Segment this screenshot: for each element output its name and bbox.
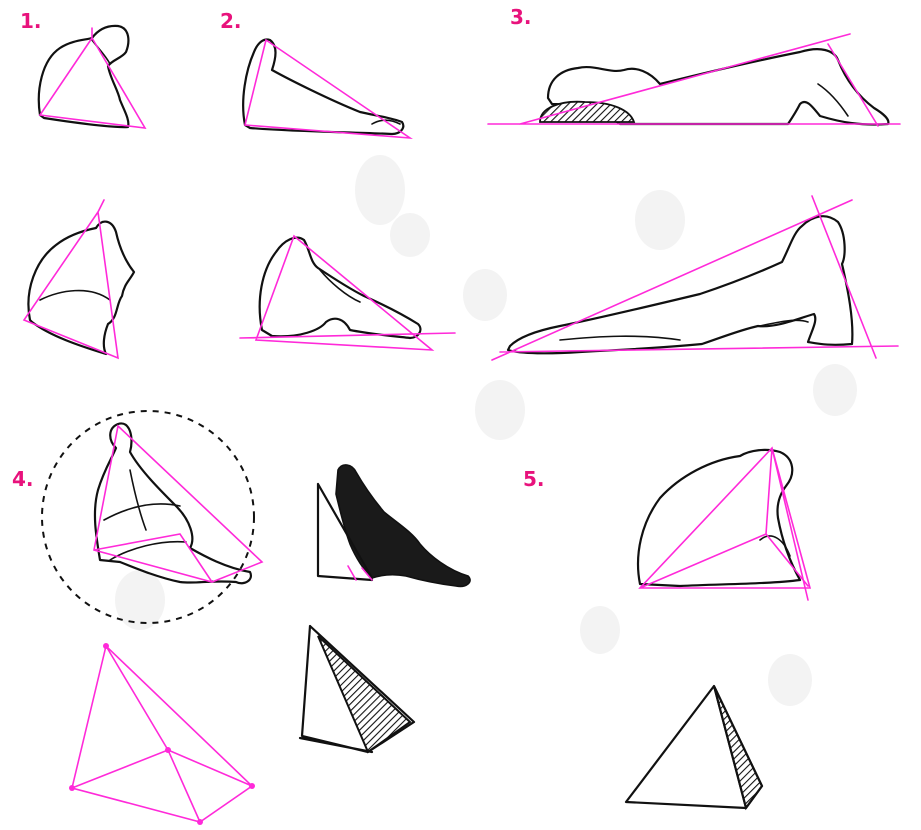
sketch-1-hunched-bending xyxy=(24,200,134,358)
sketch-2-reaching-forward xyxy=(243,40,410,139)
sketch-4-magenta-tetrahedron xyxy=(69,643,255,825)
sketch-4-hatched-wedge xyxy=(300,626,414,752)
sketch-2-seated-reaching xyxy=(240,236,455,350)
step-label-4: 4. xyxy=(12,467,34,491)
step-label-2: 2. xyxy=(220,9,242,33)
step-label-1: 1. xyxy=(20,9,42,33)
sketch-5-pyramid xyxy=(626,686,762,808)
background-smudges xyxy=(115,155,857,706)
step-label-5: 5. xyxy=(523,467,545,491)
step-label-3: 3. xyxy=(510,5,532,29)
sketch-1-hunched-seated xyxy=(39,26,145,128)
sketch-3-lying-with-pillow xyxy=(488,34,900,126)
sketch-4-silhouette xyxy=(318,465,470,586)
sketch-3-reclining-on-elbow xyxy=(492,196,898,360)
sketch-5-hunched-figure xyxy=(638,448,810,600)
